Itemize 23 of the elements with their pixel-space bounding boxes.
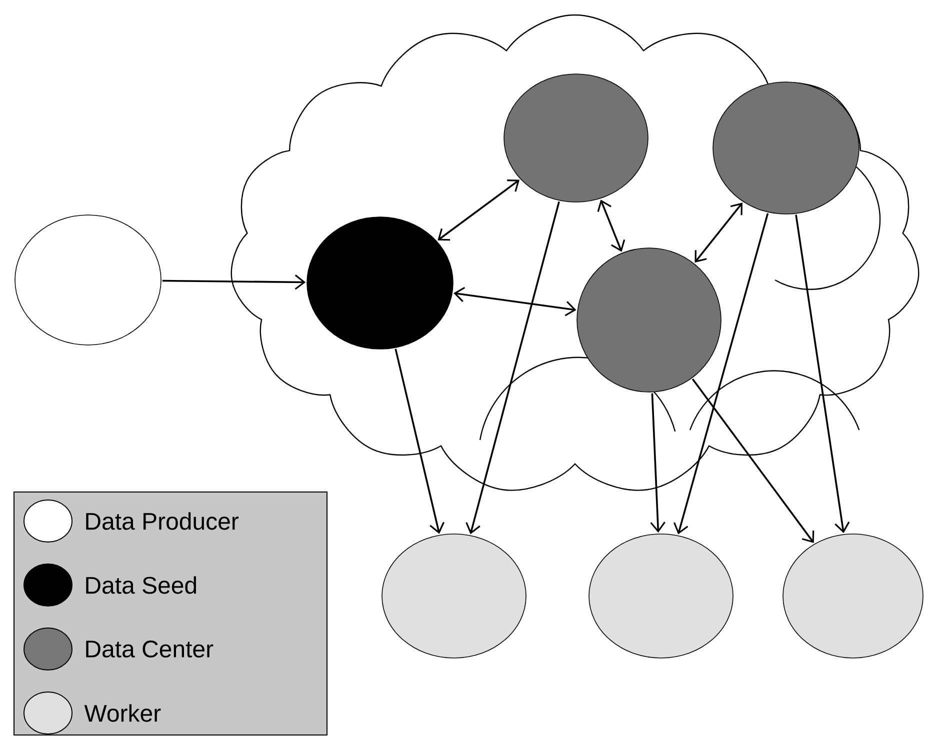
arrow xyxy=(650,393,666,533)
worker-ellipse xyxy=(782,534,924,658)
arrow xyxy=(597,200,626,252)
arrow xyxy=(692,378,814,544)
arrow xyxy=(394,348,444,534)
worker-ellipse xyxy=(588,534,734,658)
arrow xyxy=(694,202,742,263)
arrow xyxy=(454,286,576,316)
arrow xyxy=(438,179,520,241)
arrow xyxy=(466,201,560,534)
center-ellipse xyxy=(712,82,860,214)
legend-text: Data Producer xyxy=(86,512,238,530)
arrow xyxy=(673,213,769,534)
producer-ellipse xyxy=(14,214,162,346)
legend-text: Worker xyxy=(84,704,161,722)
legend-text: Data Seed xyxy=(86,576,196,594)
legend-text: Data Center xyxy=(86,640,214,658)
arrow xyxy=(795,214,850,534)
arrow xyxy=(162,274,306,290)
center-ellipse xyxy=(504,74,648,202)
worker-ellipse xyxy=(382,534,526,658)
seed-ellipse xyxy=(306,216,454,350)
center-ellipse xyxy=(576,248,722,392)
